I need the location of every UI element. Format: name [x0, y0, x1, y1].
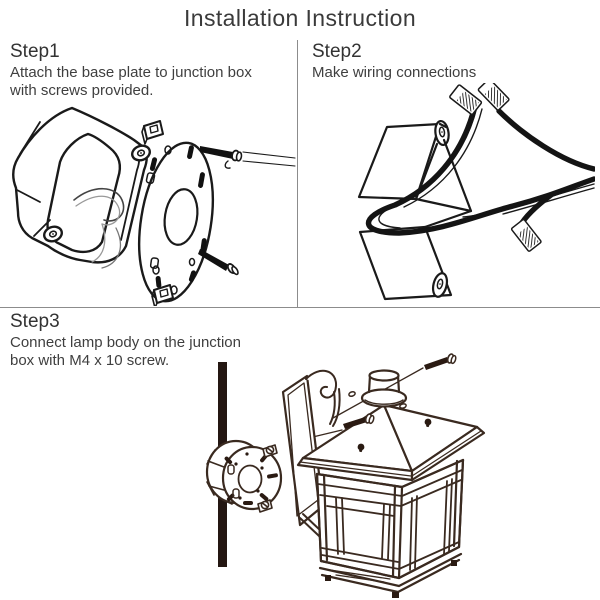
base-plate — [138, 120, 214, 306]
step1-heading: Step1 — [10, 41, 60, 62]
internal-wire — [101, 227, 121, 269]
junction-box — [12, 106, 151, 269]
step2-description: Make wiring connections — [312, 64, 477, 81]
internal-wire — [73, 187, 125, 222]
step3-description: Connect lamp body on the junction box wi… — [10, 334, 241, 370]
step2-illustration — [357, 83, 595, 301]
lantern-body — [315, 458, 465, 598]
small-hook — [224, 160, 231, 169]
step3-heading: Step3 — [10, 311, 60, 332]
lantern-roof — [296, 391, 486, 482]
roof-hole — [348, 391, 407, 409]
mounting-bracket — [357, 119, 473, 301]
tab-screw — [257, 444, 278, 513]
step1-illustration — [12, 106, 296, 306]
junction-box — [205, 439, 283, 513]
screw — [343, 413, 375, 429]
plate-tab — [141, 120, 164, 145]
screw — [200, 146, 243, 169]
lantern-foot — [325, 560, 457, 598]
horizontal-divider — [0, 307, 600, 308]
wire-connector — [477, 83, 510, 111]
screwdriver — [242, 151, 296, 167]
step1-description: Attach the base plate to junction box wi… — [10, 64, 252, 100]
step3-illustration — [205, 353, 486, 598]
plate-tab — [151, 284, 174, 306]
wire-connector — [510, 218, 542, 252]
internal-wire — [75, 195, 121, 226]
vertical-divider — [297, 40, 298, 307]
finial — [360, 369, 408, 408]
step2-heading: Step2 — [312, 41, 362, 62]
screw — [424, 353, 457, 370]
roof-keyhole — [357, 418, 432, 453]
internal-wire — [91, 223, 106, 263]
screw — [198, 249, 239, 276]
wire-connector — [449, 84, 483, 116]
page-title: Installation Instruction — [183, 5, 417, 31]
